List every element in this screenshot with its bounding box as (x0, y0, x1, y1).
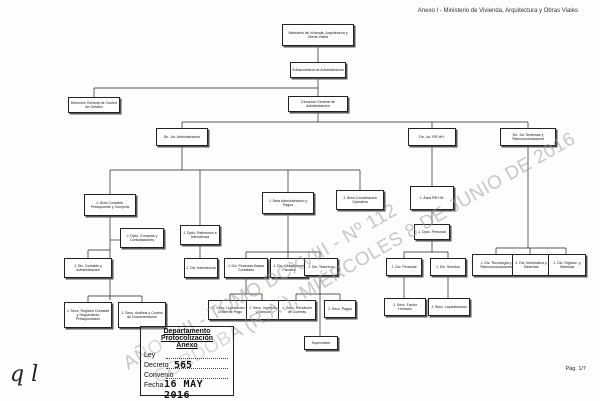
stamp-title-3: Anexo (176, 342, 198, 349)
box-area-contable: J. Área Contable, Presupuesto y Compras (84, 194, 136, 216)
box-subsecretaria: Subsecretaría de Administración (290, 62, 346, 78)
page-number: Pág. 1/7 (565, 366, 587, 372)
box-secc-liquidacion: J. Secc. Liquidación y Orden de Pago (208, 300, 252, 320)
stamp-decreto-value: 565 (174, 360, 193, 371)
box-dg-administracion: Dirección General de Administración (288, 96, 348, 112)
document-header: Anexo I - Ministerio de Vivienda, Arquit… (417, 8, 578, 14)
stamp-title-2: Protocolización (160, 335, 214, 342)
box-secc-analisis: J. Secc. Análisis y Control de Documenta… (118, 302, 166, 328)
box-supervision: Supervisión (304, 336, 338, 350)
box-secc-factor-humano: J. Secc. Factor Humano (384, 298, 426, 316)
box-secc-liquidaciones: J. Secc. Liquidaciones (428, 298, 470, 316)
box-div-organizacion: J. Div. Organiz. y Sistemas (548, 254, 586, 276)
stamp-fecha-value: 16 MAY 2016 (164, 379, 204, 401)
box-div-intendencia: J. Div. Intendencia (184, 258, 218, 278)
stamp-title-1: Departamento (163, 328, 211, 335)
box-dir-sistemas: Dir. Jur. Sistemas y Telecomunicaciones (500, 128, 556, 146)
box-dpto-personal: J. Dpto. Personal (414, 224, 450, 240)
box-div-contable: J. Div. Contable y Administración (64, 258, 112, 278)
box-secc-rendicion: J. Secc. Rendición de Cuentas (278, 300, 316, 320)
stamp-row-convenio: Convenio (144, 372, 230, 379)
box-secc-registro: J. Secc. Registro Contable y Seguimiento… (64, 302, 112, 328)
protocolization-stamp: Departamento Protocolización Anexo Ley D… (140, 326, 234, 401)
box-dpto-compras: J. Dpto. Compras y Contrataciones (120, 228, 164, 248)
box-ministerio: Ministerio de Vivienda, Arquitectura y O… (282, 24, 354, 46)
stamp-decreto-label: Decreto (144, 362, 169, 369)
box-secc-pagos: J. Secc. Pagos (324, 300, 356, 318)
box-dpto-patrimonio: J. Dpto. Patrimonio e Intendencia (180, 225, 220, 245)
box-div-informatica: J. Div. Informática y Sistemas (512, 254, 550, 276)
box-area-adm-pagos: J. Área Administración y Pagos (262, 192, 314, 214)
box-div-finanzas: J. Div. Finanzas-Bases Contables (224, 258, 268, 278)
handwritten-signature: q l (10, 362, 39, 387)
box-dir-administracion: Dir. Jur. Administración (156, 128, 208, 146)
box-div-tesoreria: J. Div. Tesorería (304, 258, 338, 276)
stamp-convenio-label: Convenio (144, 372, 174, 379)
stamp-row-fecha: Fecha 16 MAY 2016 (144, 379, 230, 401)
box-dir-rrhh: Dir. Jur. RR.HH. (408, 128, 456, 146)
stamp-row-ley: Ley (144, 352, 230, 359)
box-dg-control-gestion: Dirección General de Control de Gestión (68, 97, 120, 113)
box-div-personal: J. Div. Personal (386, 258, 422, 276)
box-area-rrhh: J. Área RR.HH. (410, 186, 454, 210)
stamp-row-decreto: Decreto 565 (144, 360, 230, 371)
box-secc-ingresos: J. Secc. Ingresos y Bancos (246, 300, 280, 320)
stamp-ley-label: Ley (144, 352, 156, 359)
box-div-sueldos: J. Div. Sueldos (430, 258, 466, 276)
box-area-coordinacion: J. Área Coordinación Operativa (336, 190, 384, 210)
box-div-obligaciones: J. Div. Obligaciones Fiscales (270, 258, 308, 278)
stamp-fecha-label: Fecha (144, 382, 164, 389)
